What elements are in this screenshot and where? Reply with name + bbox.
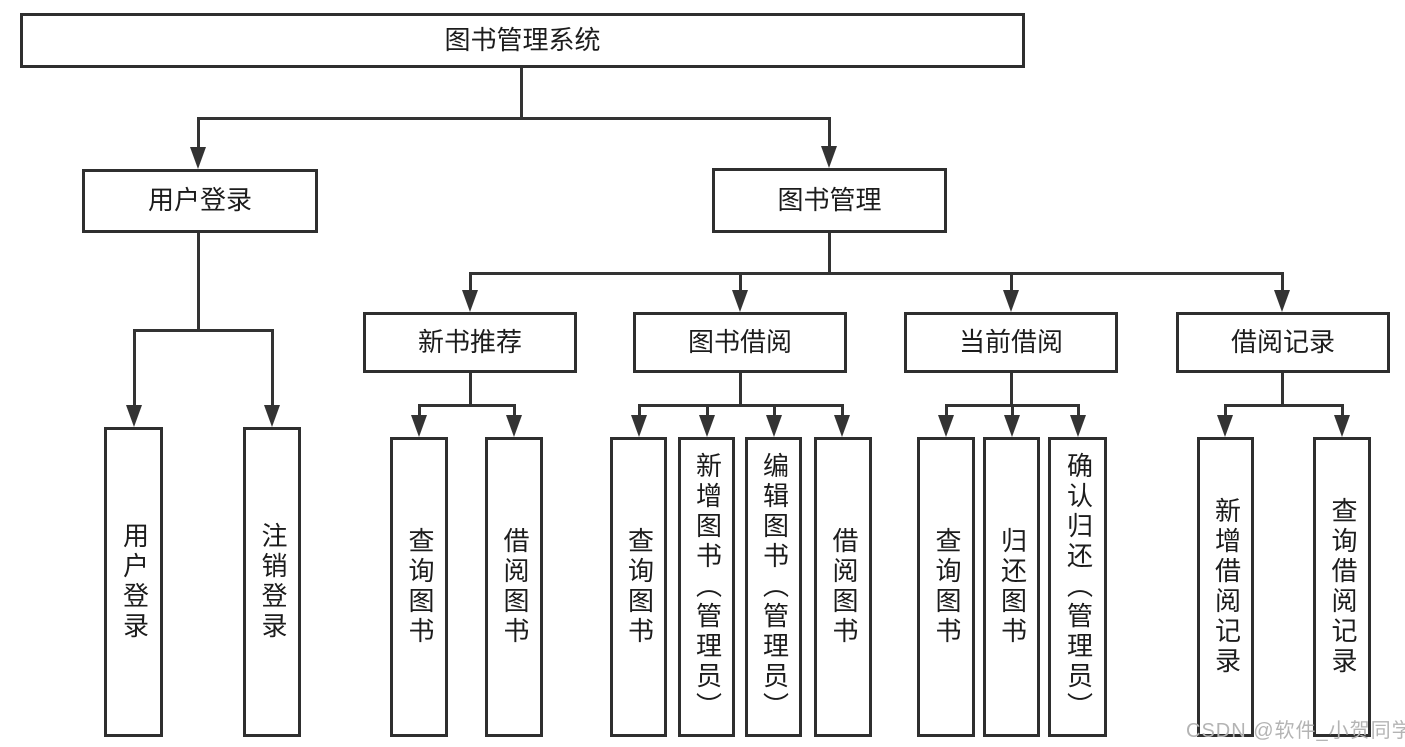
leaf-confirm-return-admin: 确认归还（管理员） xyxy=(1048,437,1107,737)
node-user-login: 用户登录 xyxy=(82,169,318,233)
edge-arrowhead-icon xyxy=(126,405,142,427)
edge-arrowhead-icon xyxy=(411,415,427,437)
edge-line xyxy=(637,405,641,417)
edge-line xyxy=(417,405,421,417)
leaf-edit-books-admin: 编辑图书（管理员） xyxy=(745,437,802,737)
edge-line xyxy=(1223,405,1227,417)
leaf-query-books-2: 查询图书 xyxy=(610,437,667,737)
edge-line xyxy=(196,233,200,330)
leaf-query-borrow-record: 查询借阅记录 xyxy=(1313,437,1371,737)
edge-arrowhead-icon xyxy=(1217,415,1233,437)
edge-line xyxy=(270,330,274,407)
node-new-book-recommend: 新书推荐 xyxy=(363,312,577,373)
edge-arrowhead-icon xyxy=(1003,290,1019,312)
edge-arrowhead-icon xyxy=(264,405,280,427)
node-root: 图书管理系统 xyxy=(20,13,1025,68)
edge-line xyxy=(132,328,274,332)
edge-arrowhead-icon xyxy=(506,415,522,437)
edge-line xyxy=(1009,373,1013,407)
edge-line xyxy=(1280,273,1284,292)
edge-arrowhead-icon xyxy=(1070,415,1086,437)
node-current-borrow: 当前借阅 xyxy=(904,312,1118,373)
edge-arrowhead-icon xyxy=(766,415,782,437)
edge-line xyxy=(417,403,516,407)
leaf-user-login: 用户登录 xyxy=(104,427,163,737)
leaf-add-borrow-record: 新增借阅记录 xyxy=(1197,437,1254,737)
edge-line xyxy=(1009,273,1013,292)
leaf-borrow-books-1: 借阅图书 xyxy=(485,437,543,737)
edge-line xyxy=(468,373,472,407)
edge-line xyxy=(1223,403,1344,407)
edge-line xyxy=(132,330,136,407)
edge-arrowhead-icon xyxy=(1334,415,1350,437)
leaf-borrow-books-2: 借阅图书 xyxy=(814,437,872,737)
edge-line xyxy=(944,405,948,417)
edge-arrowhead-icon xyxy=(631,415,647,437)
edge-line xyxy=(637,403,844,407)
leaf-add-books-admin: 新增图书（管理员） xyxy=(678,437,735,737)
edge-arrowhead-icon xyxy=(821,146,837,168)
edge-arrowhead-icon xyxy=(732,290,748,312)
edge-arrowhead-icon xyxy=(699,415,715,437)
edge-line xyxy=(1076,405,1080,417)
edge-line xyxy=(519,68,523,120)
edge-line xyxy=(1340,405,1344,417)
leaf-logout: 注销登录 xyxy=(243,427,301,737)
leaf-query-books-1: 查询图书 xyxy=(390,437,448,737)
edge-line xyxy=(840,405,844,417)
node-book-management: 图书管理 xyxy=(712,168,947,233)
leaf-return-books: 归还图书 xyxy=(983,437,1040,737)
edge-line xyxy=(468,273,472,292)
edge-line xyxy=(468,271,1284,275)
edge-arrowhead-icon xyxy=(462,290,478,312)
edge-arrowhead-icon xyxy=(938,415,954,437)
edge-line xyxy=(196,116,831,120)
edge-arrowhead-icon xyxy=(1274,290,1290,312)
csdn-watermark: CSDN @软件_小贺同学 xyxy=(1186,720,1405,742)
edge-line xyxy=(738,273,742,292)
node-book-borrow: 图书借阅 xyxy=(633,312,847,373)
edge-line xyxy=(738,373,742,407)
leaf-query-books-3: 查询图书 xyxy=(917,437,975,737)
edge-line xyxy=(1010,405,1014,417)
edge-arrowhead-icon xyxy=(190,147,206,169)
edge-line xyxy=(772,405,776,417)
edge-arrowhead-icon xyxy=(1004,415,1020,437)
edge-line xyxy=(705,405,709,417)
edge-line xyxy=(512,405,516,417)
edge-arrowhead-icon xyxy=(834,415,850,437)
edge-line xyxy=(827,233,831,273)
edge-line xyxy=(827,118,831,147)
edge-line xyxy=(1280,373,1284,407)
edge-line xyxy=(196,118,200,148)
node-borrow-records: 借阅记录 xyxy=(1176,312,1390,373)
